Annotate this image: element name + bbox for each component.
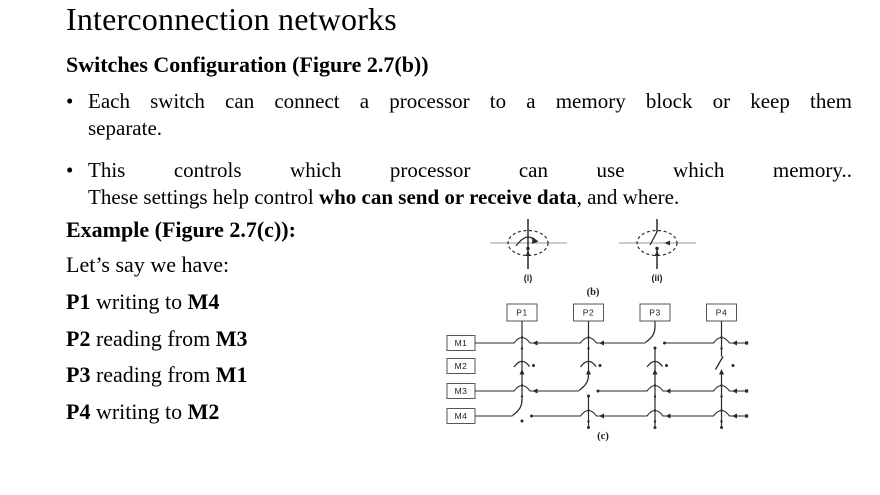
- slide-title: Interconnection networks: [66, 1, 397, 37]
- column-end-dot: [587, 426, 590, 429]
- section-heading: Switches Configuration (Figure 2.7(b)): [66, 52, 429, 77]
- memory-label: M4: [455, 411, 468, 421]
- side-dot: [665, 364, 668, 367]
- processor-label: P4: [716, 308, 727, 318]
- open-switch-blade: [649, 231, 658, 246]
- side-dot: [532, 364, 535, 367]
- bullet-marker: •: [66, 158, 74, 182]
- example-heading: Example (Figure 2.7(c)):: [66, 217, 296, 242]
- processor-label: P1: [516, 308, 527, 318]
- memory-label: M1: [455, 338, 468, 348]
- turn-connection-curve: [578, 373, 590, 392]
- bold-text-segment: P4: [66, 399, 91, 424]
- bold-text-segment: who can send or receive data: [318, 185, 577, 209]
- bold-text-segment: P2: [66, 326, 91, 351]
- memory-label: M3: [455, 386, 468, 396]
- assignment-line: P3 reading from M1: [66, 362, 247, 388]
- bullet-line: separate.: [88, 116, 163, 140]
- junction-dot: [520, 419, 524, 423]
- arrowhead-icon: [664, 240, 670, 246]
- bullet-item-2: • This controls which processor can use …: [66, 157, 852, 211]
- memory-row-line: [475, 384, 745, 392]
- up-arrowhead-icon: [525, 250, 531, 256]
- column-end-dot: [653, 426, 657, 429]
- text-segment: reading from: [90, 362, 216, 387]
- bold-text-segment: M3: [215, 326, 248, 351]
- text-segment: , and where.: [576, 185, 680, 209]
- row-end-dot: [745, 341, 749, 345]
- bullet-line: This controls which processor can use wh…: [88, 158, 852, 182]
- turn-connection-curve: [645, 325, 656, 344]
- memory-row-line: [475, 336, 745, 344]
- bullet-line: Each switch can connect a processor to a…: [88, 89, 852, 113]
- open-switch-blade: [714, 356, 724, 370]
- row-end-dot: [745, 389, 749, 393]
- arrowhead-icon: [532, 237, 539, 244]
- text-segment: reading from: [90, 326, 216, 351]
- turn-connection-arc: [515, 236, 536, 247]
- assignment-line: P4 writing to M2: [66, 399, 219, 425]
- turn-connection-curve: [512, 398, 523, 417]
- contact-dot: [655, 246, 659, 251]
- bold-text-segment: M1: [215, 362, 248, 387]
- text-segment: writing to: [90, 399, 188, 424]
- assignment-line: P2 reading from M3: [66, 326, 247, 352]
- bold-text-segment: M4: [187, 289, 220, 314]
- switch-boundary-ellipse: [507, 229, 549, 257]
- side-dot: [598, 364, 602, 367]
- row-end-dot: [745, 414, 749, 418]
- text-segment: These settings help control: [88, 185, 319, 209]
- text-segment: writing to: [90, 289, 188, 314]
- figure-b-caption: (b): [587, 287, 600, 298]
- switch-boundary-ellipse: [636, 229, 678, 257]
- memory-box: [446, 358, 476, 374]
- switch-settings-figure: (i) (ii) (b): [490, 219, 696, 298]
- intro-line: Let’s say we have:: [66, 252, 230, 277]
- up-arrowhead-icon: [654, 250, 660, 256]
- side-dot: [731, 364, 735, 367]
- assignment-line: P1 writing to M4: [66, 289, 219, 315]
- bullet-item-1: • Each switch can connect a processor to…: [66, 88, 852, 142]
- switch-symbols: (i) (ii): [490, 219, 696, 283]
- bold-text-segment: P3: [66, 362, 91, 387]
- processor-label: P2: [583, 308, 594, 318]
- bullet-line: These settings help control who can send…: [88, 184, 852, 211]
- contact-dot: [526, 246, 530, 251]
- bold-text-segment: M2: [187, 399, 220, 424]
- memory-label: M2: [455, 361, 468, 371]
- figure-c-caption: (c): [597, 431, 609, 442]
- bullet-marker: •: [66, 89, 74, 113]
- switch-label: (i): [524, 273, 533, 283]
- processor-label: P3: [649, 308, 660, 318]
- switch-label: (ii): [652, 273, 663, 283]
- column-end-dot: [720, 426, 723, 429]
- bold-text-segment: P1: [66, 289, 91, 314]
